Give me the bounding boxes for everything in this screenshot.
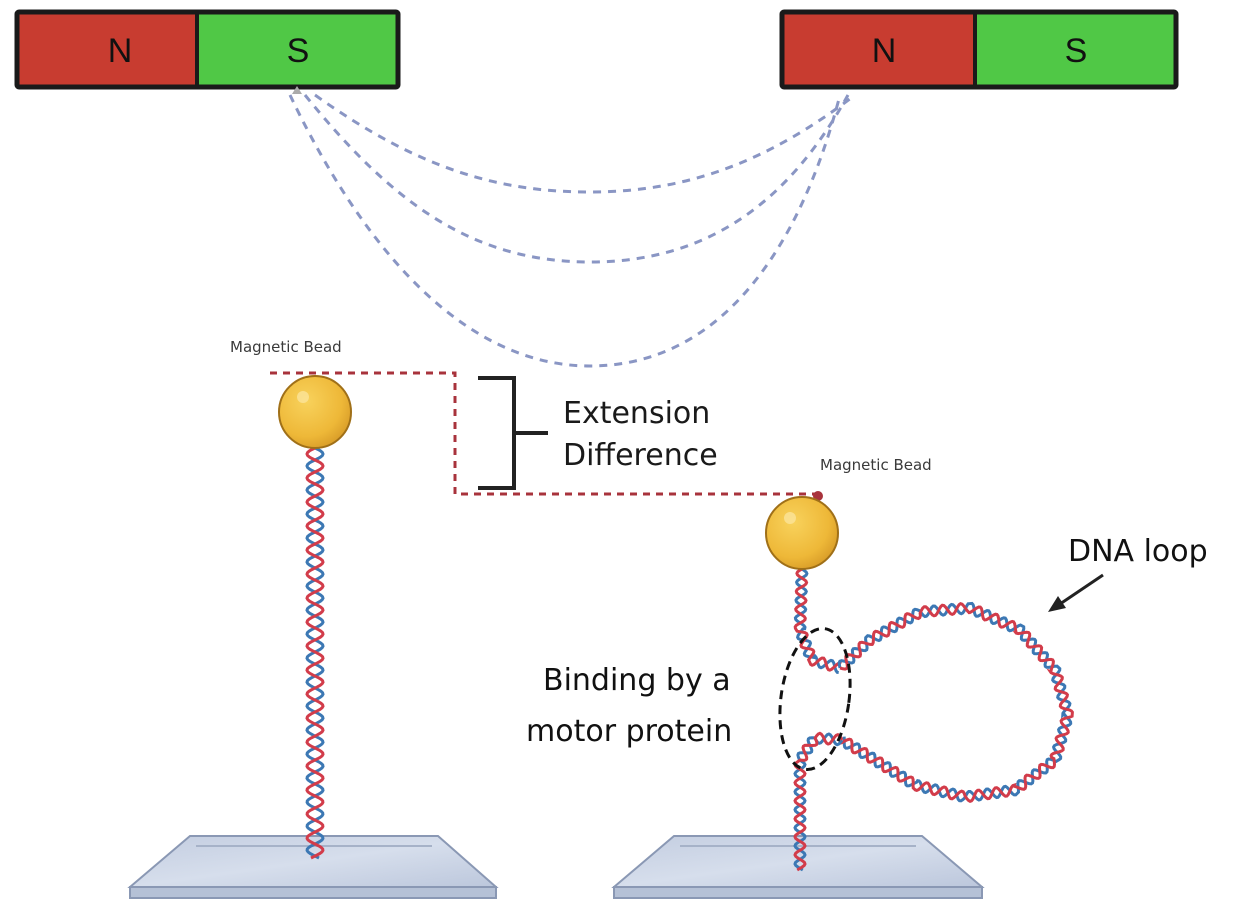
magnet-right-south-pole (975, 12, 1176, 87)
dna-left-strand-a (305, 446, 325, 860)
extension-marker-dot (813, 491, 823, 501)
binding-label-line1: Binding by a (543, 663, 731, 698)
glass-slide-left (127, 835, 499, 899)
dna-left-strand-b (305, 446, 325, 860)
bead-right-label: Magnetic Bead (820, 456, 932, 474)
dna-right (793, 567, 1074, 872)
magnet-right-south-label: S (1065, 32, 1088, 70)
dna-loop-strand-b (837, 601, 1073, 803)
dna-loop-arrow (1059, 573, 1104, 606)
extension-marker (270, 371, 818, 496)
extension-label-line2: Difference (563, 438, 718, 473)
magnet-left-south-label: S (287, 32, 310, 70)
extension-label-line1: Extension (563, 396, 710, 431)
field-line-3 (288, 94, 842, 368)
dna-loop-label: DNA loop (1068, 534, 1208, 569)
magnet-right-north-label: N (872, 32, 897, 70)
magnetic-bead-left (278, 375, 352, 449)
field-line-1 (314, 93, 856, 194)
magnet-left: N S (14, 9, 401, 90)
extension-bracket (478, 376, 548, 490)
field-line-origin-marker (292, 86, 302, 94)
field-line-2 (303, 94, 850, 264)
dna-loop-strand-a (839, 602, 1074, 803)
motor-protein-binding-site (778, 627, 852, 771)
magnetic-bead-right (765, 496, 839, 570)
magnet-left-south-pole (197, 12, 398, 87)
magnetic-field-lines (288, 93, 856, 368)
magnet-left-north-pole (17, 12, 197, 87)
magnet-left-north-label: N (108, 32, 133, 70)
dna-right-upper-strand-a (793, 567, 842, 672)
dna-right-upper-strand-b (793, 567, 839, 674)
dna-right-lower-strand-a (793, 731, 844, 872)
dna-loop-arrowhead (1048, 596, 1066, 612)
bead-left-label: Magnetic Bead (230, 338, 342, 356)
magnet-right: N S (779, 9, 1179, 90)
dna-left (305, 446, 325, 860)
binding-label-line2: motor protein (526, 714, 732, 749)
magnet-right-north-pole (782, 12, 975, 87)
